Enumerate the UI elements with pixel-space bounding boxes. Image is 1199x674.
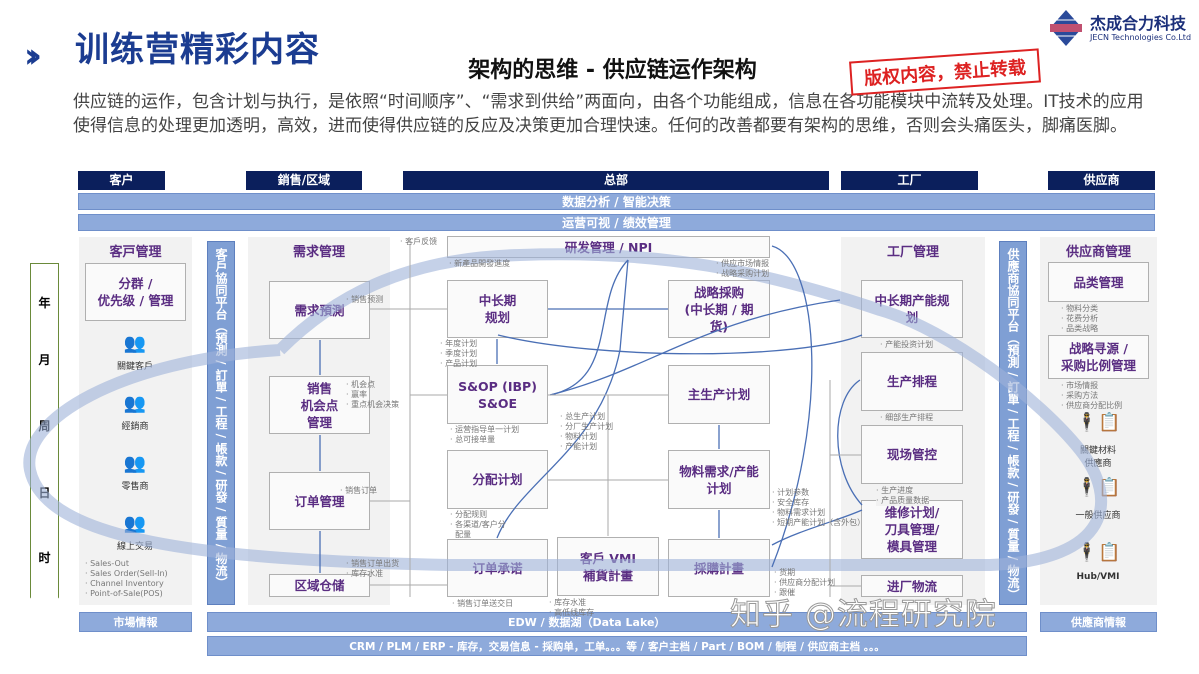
factory-note: · 细部生产排程 <box>880 413 934 422</box>
customer-icon: 👥 <box>123 333 147 354</box>
production-schedule-box: 生产排程 <box>861 352 963 411</box>
column-header-sales: 銷售/区域 <box>246 171 362 190</box>
master-production-plan-box: 主生产计划 <box>668 365 770 424</box>
page-title: 训练营精彩内容 <box>75 30 320 70</box>
connector <box>549 259 629 396</box>
supplier-type: Hub/VMI <box>1076 572 1120 582</box>
column-header-hq: 总部 <box>403 171 829 190</box>
hq-note: · 客戶反馈 <box>400 237 438 246</box>
demand-title: 需求管理 <box>292 245 345 260</box>
hq-note: · 销售订单送交日 <box>452 599 514 608</box>
column-header-factory: 工厂 <box>841 171 978 190</box>
hq-note: · 分配规则 · 各渠道/客户分 配量 <box>450 510 506 539</box>
watermark: 知乎 @流程研究院 <box>730 597 997 633</box>
supplier-icon: 🕴📋 <box>1075 542 1121 563</box>
customer-type: 線上交易 <box>116 542 153 552</box>
time-axis-arrow: 年 月 周 日 时 <box>30 263 59 615</box>
time-year: 年 <box>38 296 51 310</box>
demand-forecast-box: 需求預測 <box>269 281 370 339</box>
rd-npi-box: 研发管理 / NPI <box>447 236 770 258</box>
logo-name: 杰成合力科技 <box>1090 14 1187 33</box>
customer-notes: · Sales-Out · Sales Order(Sell-In) · Cha… <box>85 559 168 598</box>
sop-box: S&OP (IBP) S&OE <box>447 365 548 424</box>
edw-bar: EDW / 数据湖（Data Lake） <box>207 612 1027 632</box>
hq-note: · 年度计划 · 季度计划 · 产品计划 <box>440 339 478 368</box>
customer-type: 關鍵客戶 <box>116 362 153 372</box>
hq-note: · 供应市场情报 · 战略采购计划 <box>716 259 770 278</box>
demand-note: · 销售订单 <box>340 486 378 495</box>
customer-icon: 👥 <box>123 453 147 474</box>
demand-note: · 机会点 · 赢率 · 重点机会决策 <box>346 380 400 409</box>
band-data-analysis: 数据分析 / 智能决策 <box>78 193 1155 210</box>
customer-icon: 👥 <box>123 393 147 414</box>
category-management-box: 品类管理 <box>1048 262 1149 302</box>
supplier-note: · 市场情报 · 采购方法 · 供应商分配比例 <box>1061 381 1123 410</box>
customer-vmi-box: 客戶 VMI 補貨計畫 <box>557 537 659 596</box>
customer-icon: 👥 <box>123 513 147 534</box>
customer-panel: 客戸管理 分群 / 优先级 / 管理 👥 關鍵客戶 👥 經銷商 👥 零售商 👥 … <box>79 237 192 605</box>
order-promise-box: 订单承诺 <box>447 539 548 597</box>
demand-note: · 销售订单出货 · 库存水准 <box>346 559 400 578</box>
supplier-intel-bar: 供應商情報 <box>1040 612 1157 632</box>
diagram-title: 架构的思维 - 供应链运作架构 <box>468 58 757 83</box>
strategic-sourcing-ratio-box: 战略寻源 / 采购比例管理 <box>1048 335 1149 379</box>
hq-note: · 运营指导单一计划 · 总可接单量 <box>450 425 520 444</box>
logo-en: JECN Technologies Co.Ltd <box>1090 33 1192 42</box>
logo: 杰成合力科技 JECN Technologies Co.Ltd <box>1048 8 1193 48</box>
supplier-icon: 🕴📋 <box>1075 412 1121 433</box>
strategic-sourcing-box: 战略採购 (中长期 / 期 货) <box>668 280 770 338</box>
band-operations: 运营可视 / 绩效管理 <box>78 214 1155 231</box>
hq-note: · 货期 · 供应商分配计划 · 跟催 <box>774 568 836 597</box>
intro-paragraph: 供应链的运作，包含计划与执行，是依照“时间顺序”、“需求到供给”两面向，由各个功… <box>73 92 1144 136</box>
procurement-plan-box: 採購計畫 <box>668 539 770 597</box>
market-intel-bar: 市場情報 <box>79 612 192 632</box>
column-header-customer: 客户 <box>78 171 165 190</box>
time-hour: 时 <box>38 551 51 565</box>
factory-note: · 生产进度 · 产品质量数据 <box>876 486 930 506</box>
hq-note: · 计划参数 · 安全库存 · 物料需求计划 · 短期产能计划（含外包） <box>772 488 866 527</box>
customer-segment-box: 分群 / 优先级 / 管理 <box>85 263 186 321</box>
column-header-supplier: 供应商 <box>1048 171 1155 190</box>
supplier-icon: 🕴📋 <box>1075 477 1121 498</box>
hq-note: · 新產品開發進度 <box>449 259 511 268</box>
customer-platform: 客戶協同平台（預測 / 訂單 / 工程 / 帳款 / 研發 / 質量 / 物流） <box>207 241 235 605</box>
customer-type: 經銷商 <box>121 422 149 432</box>
time-day: 日 <box>38 486 51 500</box>
mrp-box: 物料需求/产能 计划 <box>668 450 770 509</box>
supplier-type: 關鍵材料 供應商 <box>1079 446 1116 469</box>
supplier-title: 供应商管理 <box>1065 245 1131 260</box>
factory-note: · 产能投资计划 <box>880 340 934 349</box>
supplier-platform: 供應商協同平台（預測 / 訂單 / 工程 / 帳款 / 研發 / 質量 / 物流… <box>999 241 1027 605</box>
demand-note: · 销售预测 <box>346 295 384 304</box>
time-week: 周 <box>38 419 51 433</box>
regional-warehouse-box: 区域仓储 <box>269 574 370 597</box>
capacity-plan-box: 中长期产能规 划 <box>861 280 963 338</box>
long-term-plan-box: 中长期 规划 <box>447 280 548 338</box>
inbound-logistics-box: 进厂物流 <box>861 575 963 597</box>
supplier-note: · 物料分类 · 花费分析 · 品类战略 <box>1061 304 1099 333</box>
supplier-type: 一般供应商 <box>1075 511 1121 521</box>
allocation-plan-box: 分配计划 <box>447 450 548 509</box>
order-management-box: 订单管理 <box>269 472 370 530</box>
customer-title: 客戸管理 <box>109 245 162 260</box>
maintenance-box: 维修计划/ 刀具管理/ 模具管理 <box>861 500 963 559</box>
factory-title: 工厂管理 <box>886 245 939 260</box>
time-month: 月 <box>38 353 51 367</box>
hq-note: · 总生产计划 · 分厂生产计划 · 物料计划 · 产能计划 <box>560 412 614 451</box>
customer-type: 零售商 <box>121 482 149 492</box>
systems-bar: CRM / PLM / ERP - 库存，交易信息 - 採购单，工单。。。等 /… <box>207 636 1027 656</box>
hq-note: · 库存水准 · 高低线库存 <box>549 598 595 617</box>
shopfloor-control-box: 现场管控 <box>861 425 963 484</box>
